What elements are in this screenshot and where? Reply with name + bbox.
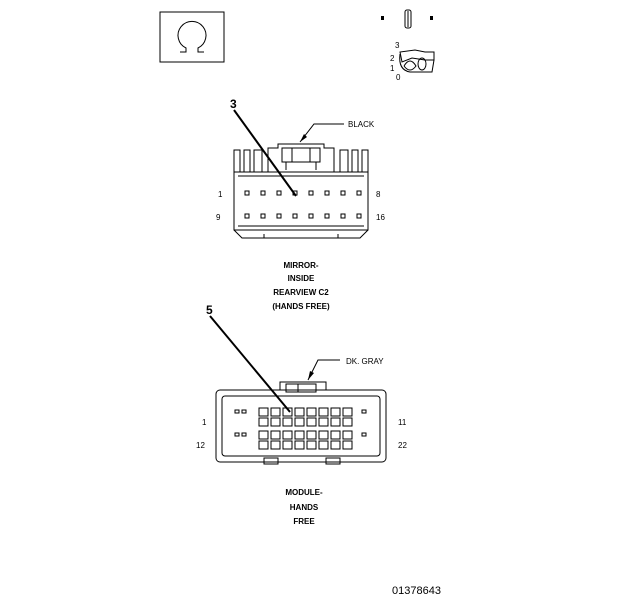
connector-name-line: INSIDE [288, 274, 315, 283]
pin-label-start: 1 [202, 418, 207, 427]
pin-label-start: 1 [218, 190, 223, 199]
side-pins [234, 409, 367, 437]
pin-row-2 [244, 213, 362, 219]
pin-label-start: 9 [216, 213, 221, 222]
connector-locator-icon: 3 2 1 0 [381, 9, 435, 82]
pin-label-end: 16 [376, 213, 385, 222]
connector-name-line: (HANDS FREE) [272, 302, 330, 311]
pin-label-end: 11 [398, 418, 407, 427]
pin-label-start: 12 [196, 441, 205, 450]
svg-text:3: 3 [395, 41, 400, 50]
connector-name-line: FREE [293, 517, 315, 526]
connector-name-line: MODULE- [285, 488, 323, 497]
pin-label-end: 22 [398, 441, 407, 450]
svg-text:2: 2 [390, 54, 395, 63]
svg-text:0: 0 [396, 73, 401, 82]
color-label: DK. GRAY [346, 357, 384, 366]
pin-row-1 [244, 190, 362, 196]
cavity-row-2 [258, 430, 353, 450]
svg-text:1: 1 [390, 64, 395, 73]
cavity-row-1 [258, 407, 353, 427]
connector-name-line: MIRROR- [283, 261, 318, 270]
pin-label-end: 8 [376, 190, 381, 199]
color-label: BLACK [348, 120, 375, 129]
bottom-connector: 5 DK. GRAY [196, 303, 407, 526]
ohm-icon [159, 11, 225, 63]
figure-number: 01378643 [392, 585, 441, 597]
callout-number: 5 [206, 303, 213, 317]
callout-number: 3 [230, 97, 237, 111]
connector-name-line: HANDS [290, 503, 319, 512]
connector-name-line: REARVIEW C2 [273, 288, 329, 297]
top-connector: 3 BLACK [216, 97, 385, 311]
